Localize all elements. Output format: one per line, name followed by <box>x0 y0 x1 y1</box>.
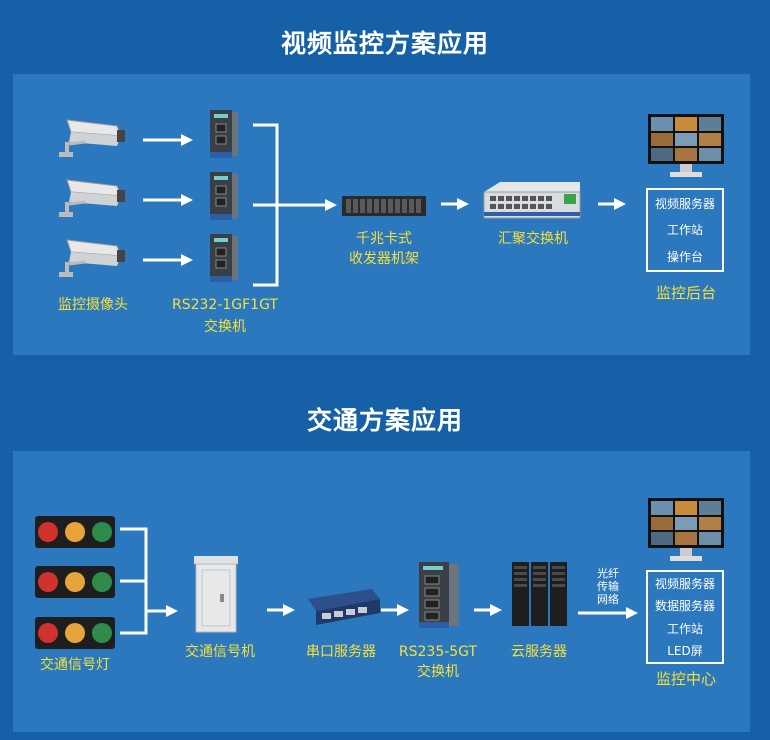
lights-label: 交通信号灯 <box>40 657 110 673</box>
center-item: 数据服务器 <box>654 599 715 614</box>
rack-label-line1: 千兆卡式 <box>356 231 412 247</box>
aggregation-switch-icon <box>483 182 581 219</box>
backend-item: 操作台 <box>666 250 703 265</box>
bracket-connector <box>120 527 178 635</box>
traffic-panel <box>13 451 750 732</box>
center-item: 视频服务器 <box>654 576 715 591</box>
camera-icon <box>59 239 125 277</box>
switch-label-line1: RS232-1GF1GT <box>171 297 278 313</box>
center-item: 工作站 <box>666 621 703 636</box>
arrow-right-icon <box>381 604 409 616</box>
cloud-label: 云服务器 <box>511 644 567 660</box>
camera-icon <box>59 119 125 157</box>
center-label: 监控中心 <box>655 670 716 688</box>
switch-label-line2: 交换机 <box>204 319 246 335</box>
arrow-right-icon <box>598 198 626 210</box>
switch2-label-line1: RS235-5GT <box>398 644 478 660</box>
industrial-switch-icon <box>210 110 238 158</box>
cameras-label: 监控摄像头 <box>58 297 128 313</box>
traffic-light-icon <box>35 617 115 649</box>
arrow-right-icon <box>441 198 469 210</box>
section2-title: 交通方案应用 <box>306 406 463 435</box>
serial-server-label: 串口服务器 <box>306 644 376 660</box>
section1-title: 视频监控方案应用 <box>280 29 489 58</box>
backend-servers-box: 视频服务器 工作站 操作台 <box>646 188 724 272</box>
center-item: LED屏 <box>667 644 703 659</box>
rack-label-line2: 收发器机架 <box>349 251 419 267</box>
backend-item: 视频服务器 <box>654 196 715 211</box>
arrow-right-icon <box>474 604 502 616</box>
fiber-label-2: 传输 <box>597 580 619 593</box>
agg-switch-label: 汇聚交换机 <box>498 231 568 247</box>
cloud-server-icon <box>512 562 567 626</box>
card-rack-icon <box>342 196 426 216</box>
arrow-right-icon <box>267 604 295 616</box>
camera-icon <box>59 179 125 217</box>
traffic-light-icon <box>35 516 115 548</box>
backend-item: 工作站 <box>666 223 703 238</box>
industrial-switch-icon <box>210 172 238 220</box>
center-servers-box: 视频服务器 数据服务器 工作站 LED屏 <box>646 570 724 664</box>
arrow-right-icon <box>578 607 638 619</box>
arrow-right-icon <box>143 134 193 146</box>
arrow-right-icon <box>143 194 193 206</box>
monitor-icon <box>648 114 724 177</box>
switch2-label-line2: 交换机 <box>417 664 459 680</box>
fiber-label-1: 光纤 <box>597 567 619 580</box>
industrial-switch-icon <box>210 234 238 282</box>
fiber-label-3: 网络 <box>597 593 619 606</box>
signal-cabinet-icon <box>194 556 238 633</box>
serial-server-icon <box>308 589 380 625</box>
industrial-switch-icon <box>419 562 459 628</box>
bracket-connector <box>253 123 337 287</box>
signal-machine-label: 交通信号机 <box>185 644 255 660</box>
backend-label: 监控后台 <box>655 284 716 302</box>
monitor-icon <box>648 498 724 561</box>
arrow-right-icon <box>143 254 193 266</box>
traffic-light-icon <box>35 566 115 598</box>
